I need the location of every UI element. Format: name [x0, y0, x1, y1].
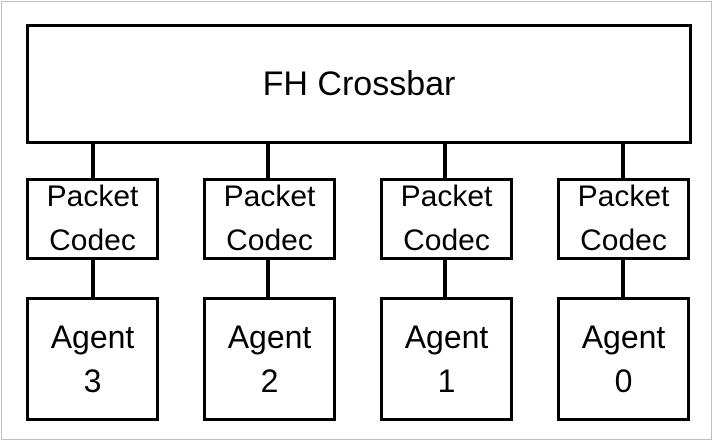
packet-codec-label: Packet Codec: [223, 180, 316, 257]
crossbar-codec-link-0: [91, 144, 95, 178]
codec-agent-link-1: [266, 260, 270, 297]
agent-box-1: Agent 1: [380, 297, 513, 421]
agent-label: Agent 1: [404, 319, 489, 399]
packet-codec-box-0: Packet Codec: [26, 178, 159, 260]
agent-box-3: Agent 3: [26, 297, 159, 421]
packet-codec-label: Packet Codec: [577, 180, 670, 257]
packet-codec-box-1: Packet Codec: [203, 178, 336, 260]
codec-agent-link-3: [621, 260, 625, 297]
fh-crossbar-box: FH Crossbar: [26, 24, 692, 144]
agent-label: Agent 3: [50, 319, 135, 399]
crossbar-codec-link-3: [621, 144, 625, 178]
codec-agent-link-0: [91, 260, 95, 297]
agent-label: Agent 2: [227, 319, 312, 399]
packet-codec-box-3: Packet Codec: [557, 178, 690, 260]
agent-label: Agent 0: [581, 319, 666, 399]
packet-codec-box-2: Packet Codec: [380, 178, 513, 260]
agent-box-2: Agent 2: [203, 297, 336, 421]
packet-codec-label: Packet Codec: [46, 180, 139, 257]
crossbar-codec-link-2: [443, 144, 447, 178]
fh-crossbar-label: FH Crossbar: [262, 64, 456, 103]
codec-agent-link-2: [443, 260, 447, 297]
packet-codec-label: Packet Codec: [400, 180, 493, 257]
crossbar-codec-link-1: [266, 144, 270, 178]
agent-box-0: Agent 0: [557, 297, 690, 421]
